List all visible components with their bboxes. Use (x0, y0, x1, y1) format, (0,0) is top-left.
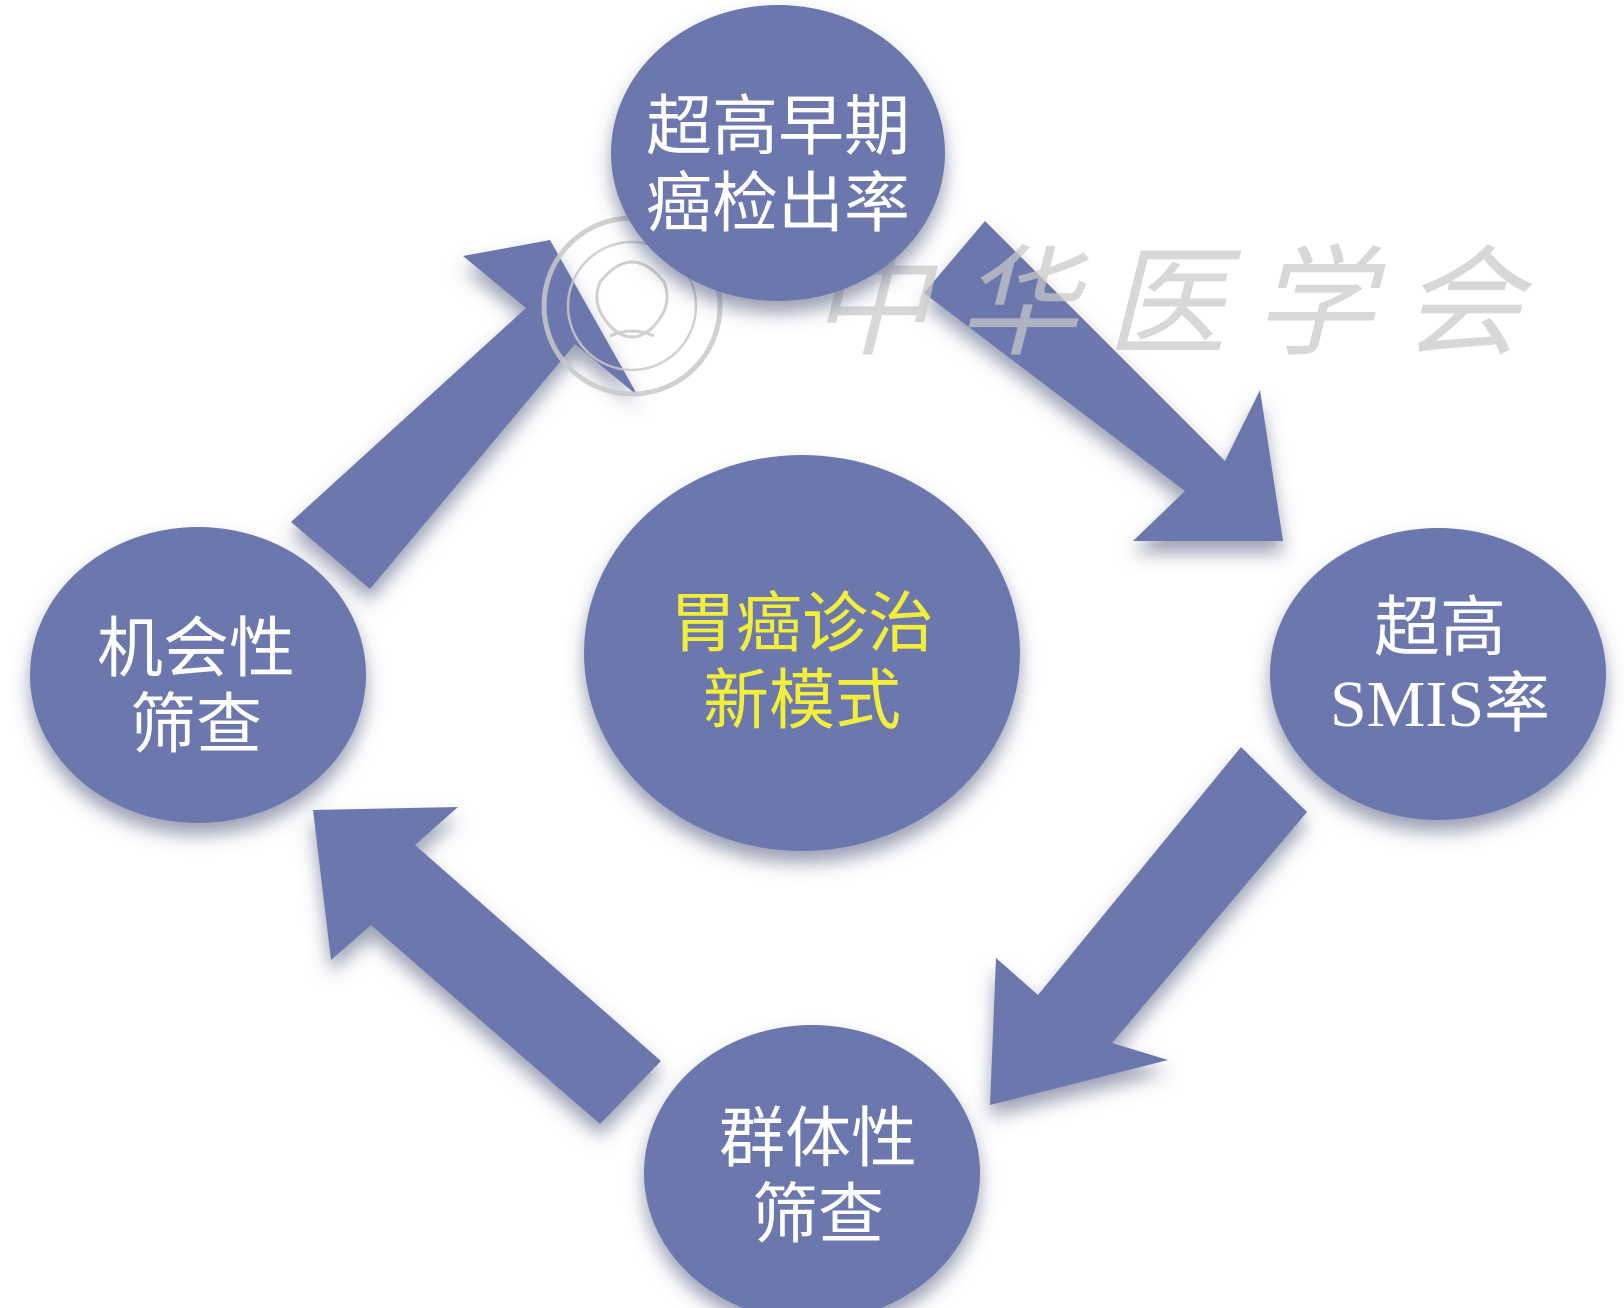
left-node-line-2: 筛查 (130, 686, 262, 763)
arrows (291, 221, 1307, 1124)
top-node-line-1: 超高早期 (646, 88, 910, 165)
bottom-node-line-2: 筛查 (752, 1176, 884, 1253)
node-right (1270, 528, 1606, 820)
node-left (30, 527, 366, 823)
watermark: 中华医学会 (541, 215, 1550, 397)
right-node-line-2: SMIS率 (1330, 668, 1550, 741)
left-node-line-1: 机会性 (97, 610, 295, 687)
right-node-line-1: 超高 (1374, 589, 1506, 666)
node-center (584, 455, 1020, 851)
top-node-line-2: 癌检出率 (646, 165, 910, 242)
watermark-text: 中华医学会 (810, 235, 1550, 374)
arrow-left-to-top (291, 240, 638, 589)
node-top (611, 5, 945, 301)
center-node-line-2: 新模式 (703, 662, 901, 739)
arrow-bottom-to-left (313, 807, 661, 1124)
center-node-line-1: 胃癌诊治 (670, 585, 934, 662)
arrow-right-to-bottom (990, 747, 1307, 1105)
arrow-top-to-right (924, 221, 1283, 541)
nodes (30, 5, 1606, 1308)
labels: 超高早期 癌检出率 超高 SMIS率 群体性 筛查 机会性 筛查 胃癌诊治 新模… (97, 88, 1550, 1253)
bottom-node-line-1: 群体性 (719, 1100, 917, 1177)
node-bottom (644, 1025, 980, 1308)
